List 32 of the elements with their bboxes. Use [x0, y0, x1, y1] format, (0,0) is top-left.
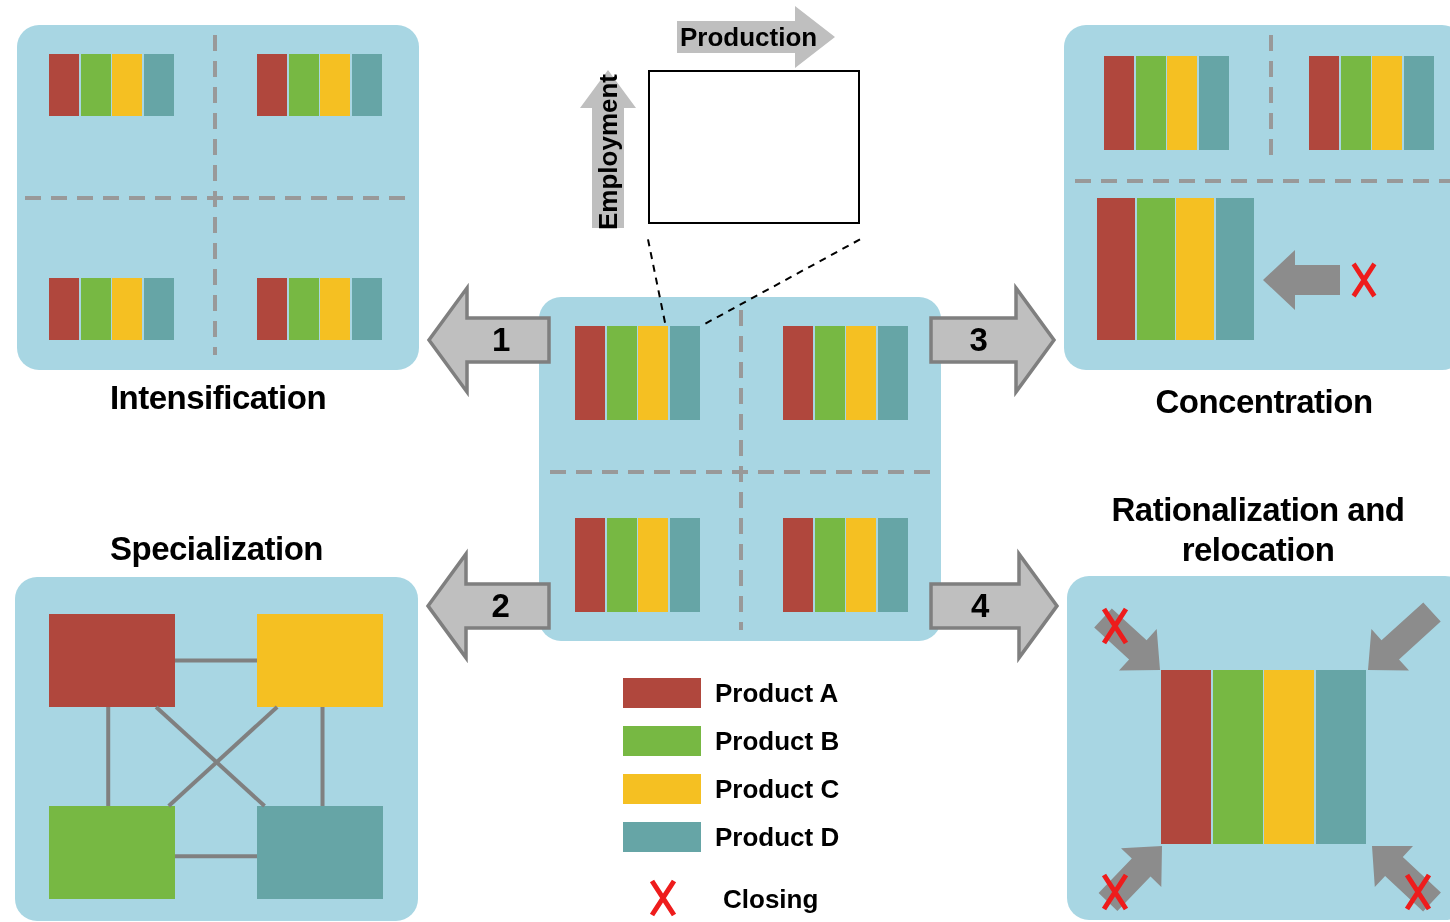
edge-label: 2	[491, 588, 510, 622]
connector-line	[175, 658, 257, 663]
panel-title: Concentration	[1154, 382, 1374, 422]
bar-stack	[575, 326, 701, 420]
inset-frame	[648, 70, 860, 224]
edge-label: 1	[492, 323, 511, 356]
block-arrow	[426, 282, 551, 398]
connector-line	[154, 705, 266, 808]
legend-label: Product C	[715, 776, 840, 802]
product-square	[49, 806, 175, 899]
product-square	[49, 614, 175, 707]
edge-label: 3	[969, 323, 988, 356]
connector-line	[106, 707, 111, 806]
panel-title: Intensification	[108, 378, 328, 418]
product-square	[257, 614, 383, 707]
legend-label: Closing	[723, 886, 819, 912]
legend-label: Product A	[715, 680, 839, 706]
panel-title: Specialization	[108, 528, 325, 569]
connector-line	[167, 705, 279, 808]
legend-label: Product D	[715, 824, 840, 850]
block-arrow	[425, 548, 551, 664]
panel-title: Rationalization and relocation	[1110, 489, 1406, 570]
connector-line	[175, 854, 257, 859]
product-square	[257, 806, 383, 899]
panel	[539, 297, 941, 641]
block-arrow	[929, 548, 1060, 664]
connector-line	[320, 707, 325, 806]
edge-label: 4	[971, 588, 990, 622]
legend-label: Product B	[715, 728, 840, 754]
axis-label: Employment	[595, 74, 621, 230]
block-arrow	[929, 282, 1057, 398]
axis-label: Production	[680, 24, 818, 50]
